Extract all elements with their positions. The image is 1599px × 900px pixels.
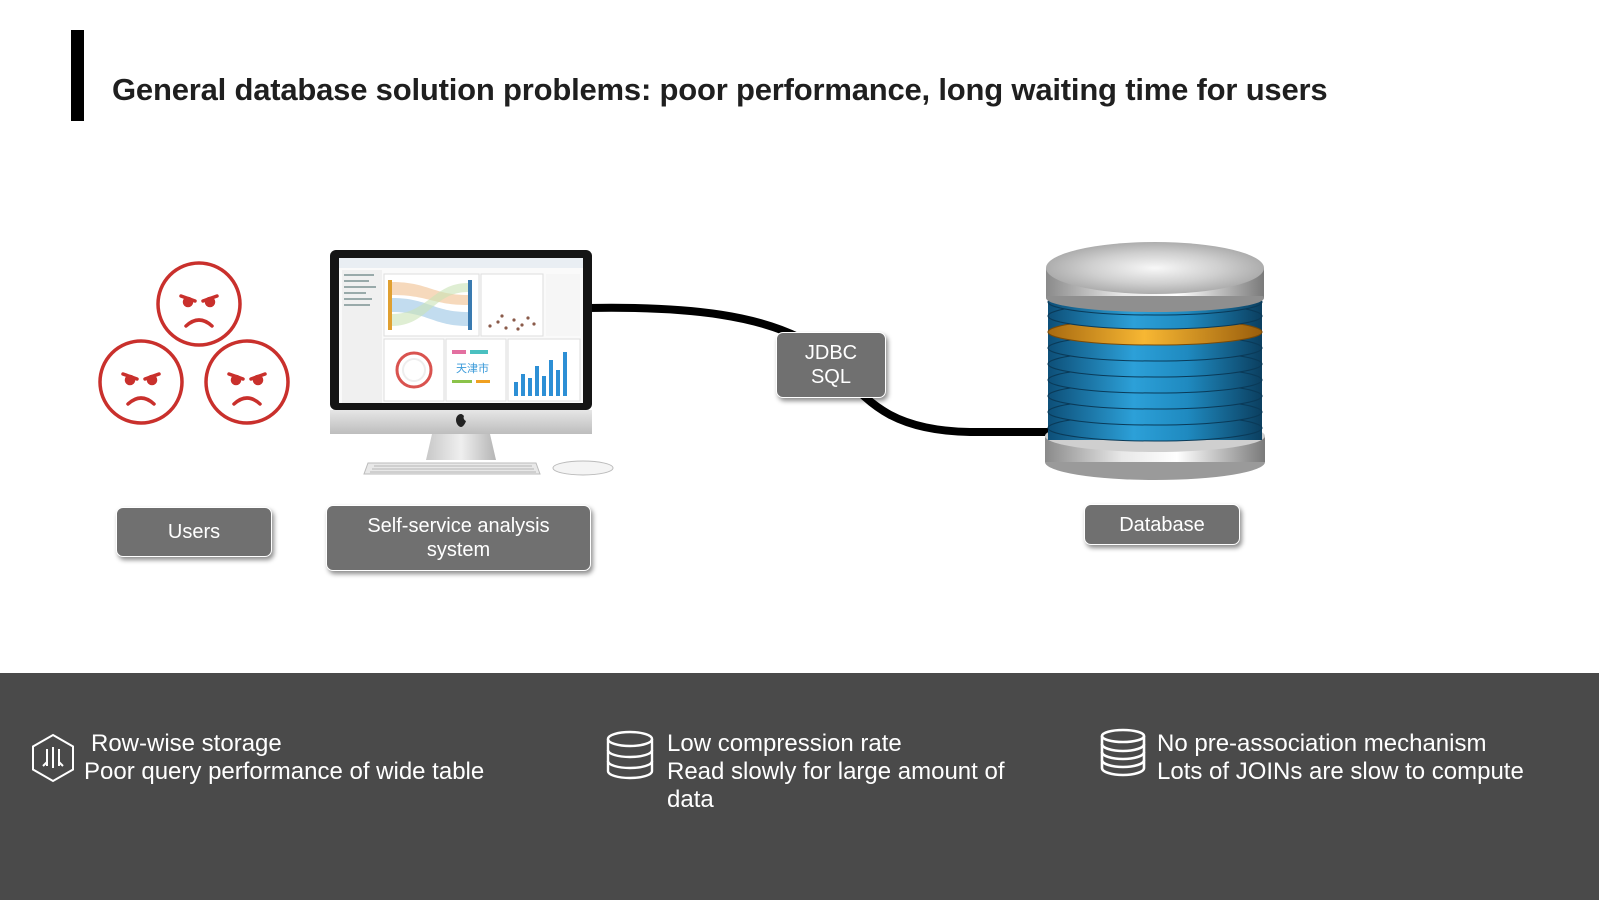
users-label-text: Users <box>167 521 221 543</box>
jdbc-label-line1: JDBC <box>804 342 858 364</box>
system-label-line2: system <box>426 539 491 561</box>
feature-title: No pre-association mechanism <box>1157 730 1487 757</box>
footer-panel <box>0 673 1599 900</box>
database-icon <box>1045 242 1265 480</box>
jdbc-sql-label: JDBC SQL <box>776 332 886 398</box>
computer-icon: 天津市 <box>330 250 614 476</box>
page-title: General database solution problems: poor… <box>112 72 1328 107</box>
angry-users-icon <box>98 261 290 425</box>
feature-title: Row-wise storage <box>91 730 282 757</box>
word-cloud-text: 天津市 <box>456 361 489 375</box>
database-stack-icon <box>606 730 654 780</box>
users-label: Users <box>116 507 272 557</box>
database-label: Database <box>1084 504 1240 545</box>
feature-row-storage: Row-wise storage Poor query performance … <box>84 730 484 786</box>
hexagon-icon <box>32 733 74 783</box>
feature-desc: Read slowly for large amount of data <box>667 758 1005 813</box>
self-service-system-label: Self-service analysis system <box>326 505 591 571</box>
feature-desc: Lots of JOINs are slow to compute <box>1157 758 1524 785</box>
database-layers-icon <box>1100 728 1146 777</box>
feature-desc: Poor query performance of wide table <box>84 758 485 785</box>
system-label-line1: Self-service analysis <box>367 515 550 537</box>
feature-title: Low compression rate <box>667 730 902 757</box>
database-label-text: Database <box>1119 513 1205 536</box>
title-accent-bar <box>71 30 84 121</box>
feature-row-compression: Low compression rate Read slowly for lar… <box>667 730 1047 814</box>
feature-row-association: No pre-association mechanism Lots of JOI… <box>1157 730 1524 786</box>
sql-label-line2: SQL <box>810 366 851 388</box>
